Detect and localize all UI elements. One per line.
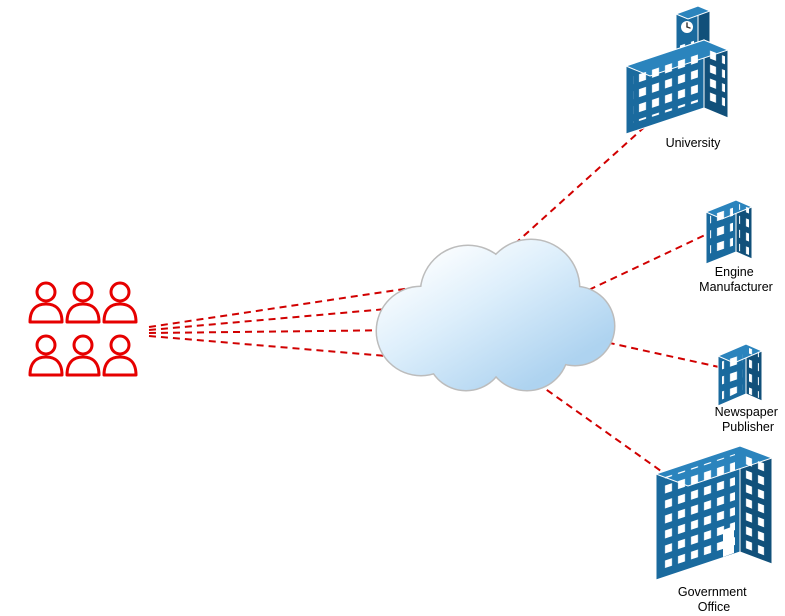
- user-icon: [65, 334, 101, 377]
- government-office-building-icon: [654, 445, 774, 581]
- engine-manufacturer-building-icon: [704, 199, 754, 265]
- cloud-icon: [375, 238, 616, 392]
- university-label: University: [666, 136, 722, 150]
- user-icon: [65, 281, 101, 324]
- user-icon: [102, 281, 138, 324]
- newspaper-publisher-label: Newspaper Publisher: [715, 405, 782, 434]
- engine-manufacturer-label: Engine Manufacturer: [699, 265, 773, 294]
- user-icon: [28, 334, 64, 377]
- link-cloud-engine-manufacturer: [577, 234, 706, 296]
- users-group-icon: [28, 281, 138, 377]
- user-icon: [102, 334, 138, 377]
- clock-icon: [681, 21, 693, 33]
- newspaper-publisher-building-icon: [716, 343, 764, 407]
- link-cloud-newspaper-publisher: [595, 339, 720, 368]
- link-users-cloud-3: [148, 329, 409, 334]
- government-office-label: Government Office: [678, 585, 750, 614]
- user-icon: [28, 281, 64, 324]
- university-building-icon: [624, 5, 730, 135]
- link-cloud-university: [496, 121, 651, 261]
- link-users-cloud-4: [148, 335, 399, 358]
- link-cloud-government-office: [536, 382, 662, 472]
- connectors: [148, 121, 720, 472]
- door: [723, 526, 734, 557]
- link-users-cloud-1: [148, 285, 425, 328]
